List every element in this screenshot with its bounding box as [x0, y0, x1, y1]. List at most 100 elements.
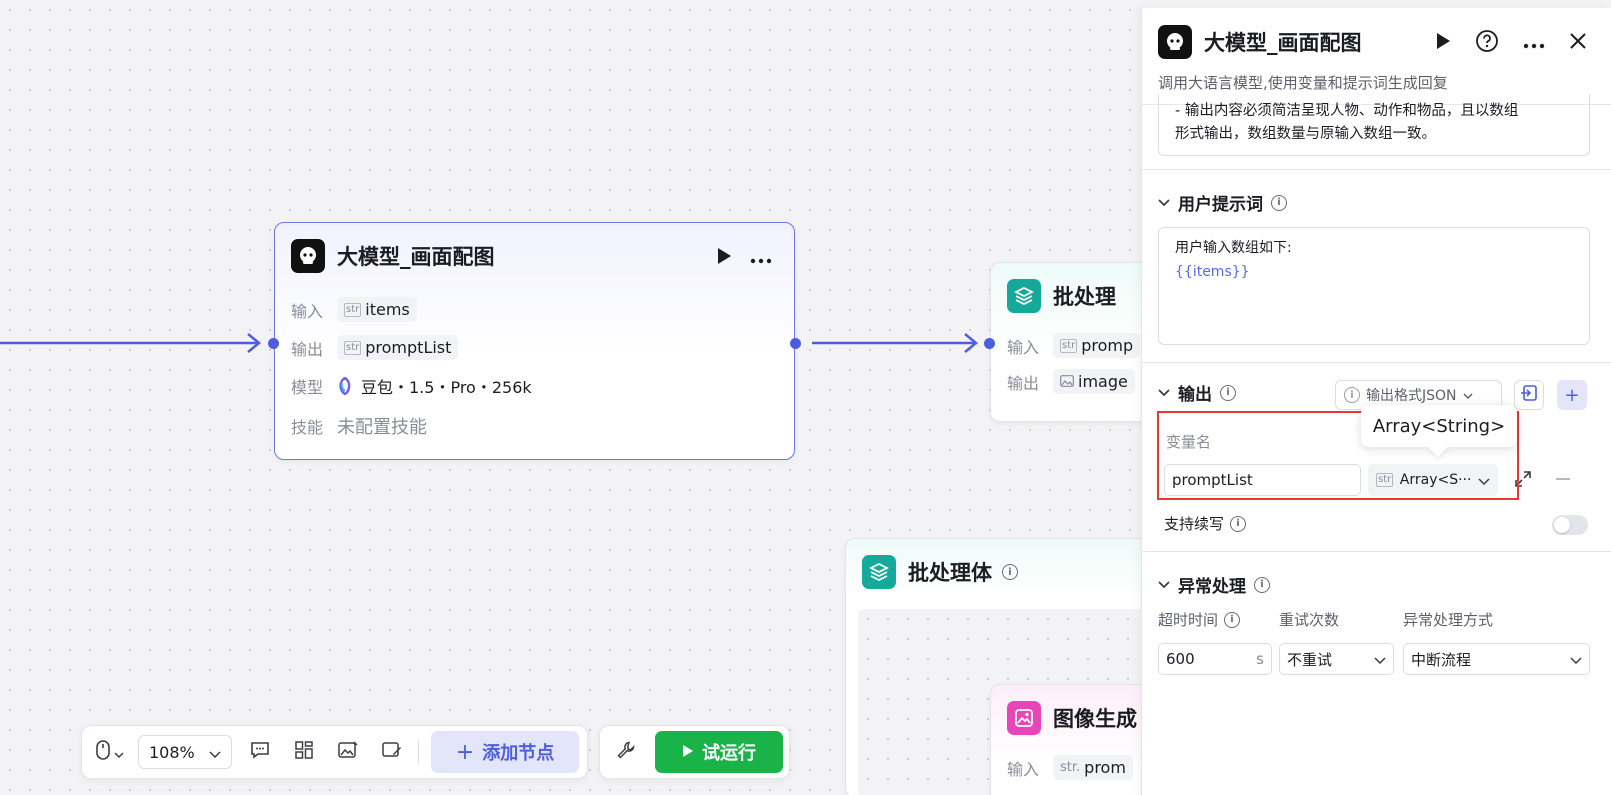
- info-icon[interactable]: i: [1254, 576, 1270, 593]
- input-chip: str promp: [1053, 333, 1141, 358]
- input-value: promp: [1081, 336, 1134, 355]
- chevron-down-icon: [1570, 650, 1582, 668]
- panel-title[interactable]: 大模型_画面配图: [1204, 31, 1362, 55]
- chevron-down-icon: [1158, 578, 1170, 592]
- info-icon[interactable]: i: [1271, 194, 1287, 211]
- chevron-down-icon: [1158, 196, 1170, 210]
- output-label: 输出: [1007, 373, 1040, 393]
- batch-node-title: 批处理: [1053, 285, 1116, 309]
- handling-select[interactable]: 中断流程: [1403, 643, 1590, 675]
- output-port[interactable]: [790, 338, 801, 349]
- divider: [1142, 104, 1611, 105]
- timeout-label-row: 超时时间 i: [1158, 609, 1241, 630]
- output-title: 输出: [1178, 385, 1212, 405]
- llm-node[interactable]: 大模型_画面配图 输入 str items 输出 str promptList …: [268, 222, 801, 460]
- chevron-down-icon: [1158, 386, 1170, 400]
- input-port[interactable]: [268, 338, 279, 349]
- batch-output-row: 输出 image: [1007, 369, 1135, 394]
- mouse-icon: [96, 740, 110, 764]
- image-type-icon: [1060, 372, 1074, 391]
- system-prompt-line: 形式输出，数组数量与原输入数组一致。: [1175, 126, 1436, 142]
- expand-icon[interactable]: [1514, 470, 1532, 492]
- handling-label: 异常处理方式: [1403, 611, 1494, 629]
- debug-button[interactable]: [606, 734, 645, 770]
- divider: [1142, 169, 1611, 170]
- var-name-input[interactable]: promptList: [1164, 464, 1361, 496]
- minimap-button[interactable]: [326, 734, 370, 770]
- help-icon[interactable]: [1475, 29, 1499, 57]
- system-prompt-editor[interactable]: - 输出内容必须简洁呈现人物、动作和物品，且以数组 形式输出，数组数量与原输入数…: [1158, 94, 1590, 156]
- more-icon[interactable]: [1523, 34, 1545, 53]
- type-tooltip: Array<String>: [1361, 405, 1517, 447]
- info-icon[interactable]: i: [1224, 611, 1241, 628]
- llm-model-row: 模型 豆包・1.5・Pro・256k: [291, 374, 532, 398]
- play-icon[interactable]: [1435, 32, 1451, 54]
- output-value: promptList: [365, 338, 452, 357]
- comment-button[interactable]: [238, 734, 282, 770]
- output-format-value: 输出格式JSON: [1366, 388, 1457, 404]
- batch-input-row: 输入 str promp: [1007, 333, 1141, 358]
- skill-value: 未配置技能: [337, 417, 427, 438]
- annotate-button[interactable]: [370, 734, 414, 770]
- more-icon[interactable]: [750, 249, 772, 268]
- test-run-button[interactable]: 试运行: [655, 731, 783, 773]
- info-icon[interactable]: i: [1002, 564, 1018, 580]
- user-prompt-line: 用户输入数组如下:: [1175, 240, 1292, 256]
- model-label: 模型: [291, 378, 324, 397]
- var-type-value: Array<S···: [1399, 472, 1472, 488]
- output-section-header[interactable]: 输出 i: [1158, 380, 1236, 405]
- info-icon: i: [1344, 387, 1360, 403]
- type-tag: str: [344, 340, 362, 355]
- output-value: image: [1078, 372, 1128, 391]
- output-chip: str promptList: [337, 335, 459, 360]
- input-chip: str items: [337, 297, 417, 322]
- batch-body-title: 批处理体: [908, 561, 992, 585]
- add-output-button[interactable]: +: [1557, 380, 1587, 410]
- play-icon: [682, 742, 694, 763]
- canvas-toolbar: 108% + 添加节点: [81, 725, 588, 779]
- user-prompt-variable: {{items}}: [1175, 264, 1250, 280]
- streaming-toggle[interactable]: [1552, 515, 1588, 535]
- streaming-label: 支持续写: [1164, 515, 1225, 533]
- type-tag: str: [344, 302, 362, 317]
- type-tag: str.: [1060, 760, 1081, 775]
- edge-arrowhead: [247, 333, 261, 353]
- user-prompt-section-header[interactable]: 用户提示词 i: [1158, 190, 1287, 215]
- timeout-label: 超时时间: [1158, 611, 1219, 629]
- retry-value: 不重试: [1287, 650, 1333, 669]
- llm-robot-icon: [1158, 25, 1192, 59]
- layout-button[interactable]: [282, 734, 326, 770]
- llm-node-title: 大模型_画面配图: [337, 245, 495, 269]
- retry-select[interactable]: 不重试: [1279, 643, 1394, 675]
- output-label: 输出: [291, 339, 324, 359]
- pointer-mode-button[interactable]: [88, 734, 132, 770]
- user-prompt-title: 用户提示词: [1178, 195, 1263, 215]
- input-port[interactable]: [984, 338, 995, 349]
- output-chip: image: [1053, 369, 1135, 394]
- plus-icon: +: [455, 739, 475, 765]
- panel-description: 调用大语言模型,使用变量和提示词生成回复: [1158, 74, 1448, 92]
- close-icon[interactable]: [1569, 32, 1587, 54]
- image-gen-icon: [1007, 701, 1041, 735]
- play-icon[interactable]: [716, 247, 732, 269]
- highlight-box: [1157, 411, 1519, 500]
- handling-value: 中断流程: [1411, 650, 1472, 669]
- add-node-button[interactable]: + 添加节点: [431, 731, 579, 773]
- llm-input-row: 输入 str items: [291, 297, 417, 322]
- zoom-select[interactable]: 108%: [138, 735, 232, 769]
- timeout-unit: s: [1256, 650, 1264, 668]
- user-prompt-editor[interactable]: 用户输入数组如下: {{items}}: [1158, 227, 1590, 345]
- error-section-header[interactable]: 异常处理 i: [1158, 572, 1270, 597]
- grid-layout-icon: [295, 741, 313, 763]
- var-name-value: promptList: [1172, 471, 1253, 489]
- info-icon[interactable]: i: [1230, 515, 1247, 532]
- info-icon[interactable]: i: [1220, 384, 1236, 401]
- import-button[interactable]: [1514, 380, 1544, 410]
- add-node-label: 添加节点: [482, 743, 555, 764]
- var-type-select[interactable]: str Array<S···: [1368, 464, 1498, 496]
- input-value: items: [365, 300, 410, 319]
- remove-icon[interactable]: [1556, 478, 1570, 480]
- input-label: 输入: [1007, 337, 1040, 357]
- timeout-input[interactable]: 600 s: [1158, 643, 1272, 675]
- layers-icon: [862, 555, 896, 589]
